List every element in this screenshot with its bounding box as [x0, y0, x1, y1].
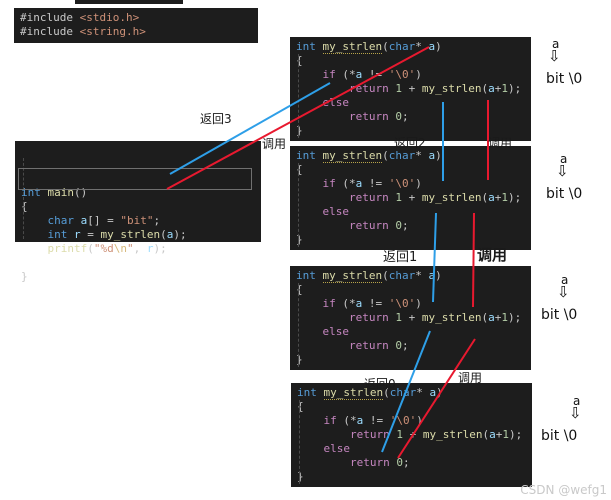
pointer-var-label: a	[560, 152, 568, 166]
pointer-annotation-1: a ⇩ bit \0	[541, 38, 611, 90]
string-cells-label: bit \0	[546, 71, 583, 87]
string-cells-label: bit \0	[541, 428, 578, 444]
pointer-var-label: a	[573, 394, 581, 408]
includes-code-block: #include <stdio.h>#include <string.h>	[14, 8, 258, 43]
down-arrow-icon: ⇩	[557, 283, 570, 301]
down-arrow-icon: ⇩	[569, 404, 582, 422]
pointer-annotation-2: a ⇩ bit \0	[541, 153, 611, 205]
current-line-highlight	[18, 168, 252, 190]
main-code-block: int main(){ char a[] = "bit"; int r = my…	[15, 141, 261, 283]
pointer-var-label: a	[561, 273, 569, 287]
my-strlen-block-1: int my_strlen(char* a){ if (*a != '\0') …	[290, 37, 531, 141]
my-strlen-block-4: int my_strlen(char* a){ if (*a != '\0') …	[291, 383, 532, 487]
flow-label-call1: 调用	[262, 137, 287, 151]
my-strlen-block-3: int my_strlen(char* a){ if (*a != '\0') …	[290, 266, 531, 370]
string-cells-label: bit \0	[541, 307, 578, 323]
flow-label-call3: 调用	[477, 246, 508, 264]
flow-label-call2: 调用	[488, 136, 513, 150]
my-strlen-block-2: int my_strlen(char* a){ if (*a != '\0') …	[290, 146, 531, 250]
pointer-annotation-4: a ⇩ bit \0	[541, 395, 611, 447]
flow-label-call4: 调用	[458, 371, 483, 385]
down-arrow-icon: ⇩	[548, 47, 561, 65]
string-cells-label: bit \0	[546, 186, 583, 202]
pointer-annotation-3: a ⇩ bit \0	[541, 274, 611, 326]
watermark: CSDN @wefg1	[520, 483, 607, 497]
flow-label-return2: 返回2	[394, 136, 426, 150]
flow-label-return3: 返回3	[200, 112, 232, 126]
clipped-code-bar	[75, 0, 183, 4]
down-arrow-icon: ⇩	[556, 162, 569, 180]
pointer-var-label: a	[552, 37, 560, 51]
flow-label-return1: 返回1	[383, 250, 418, 265]
flow-label-return0: 返回0	[364, 377, 396, 391]
